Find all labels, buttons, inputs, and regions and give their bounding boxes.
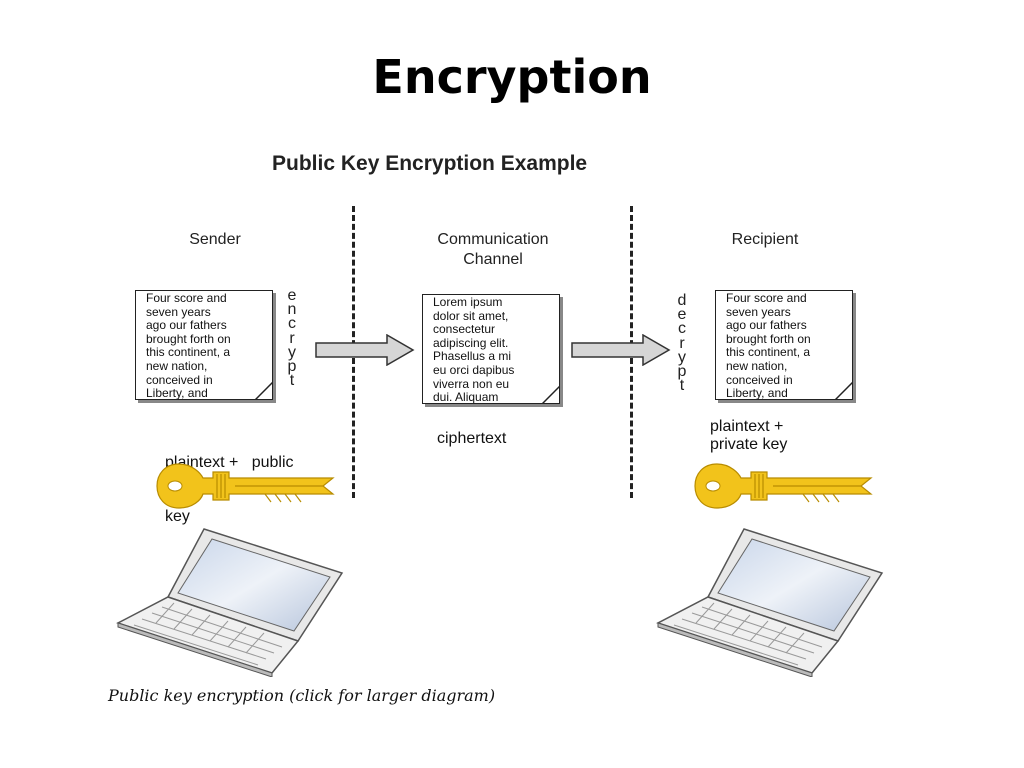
sender-caption: plaintext + public key [165, 418, 294, 544]
diagram-caption-link[interactable]: Public key encryption (click for larger … [108, 686, 496, 705]
page-fold-icon [255, 382, 272, 399]
channel-label: Communication Channel [403, 230, 583, 270]
channel-label-line1: Communication [437, 231, 549, 248]
slide-title: Encryption [372, 50, 652, 104]
encrypt-label: e n c r y p t [287, 287, 297, 390]
recipient-document: Four score and seven years ago our fathe… [715, 290, 853, 400]
ciphertext-caption: ciphertext [437, 430, 507, 447]
sender-laptop-icon [116, 528, 344, 677]
recipient-caption: plaintext + private key [710, 418, 787, 454]
sender-caption-line2: key [165, 508, 190, 525]
public-key-icon [156, 463, 335, 509]
channel-label-line2: Channel [463, 251, 523, 268]
arrow-right-icon [571, 334, 671, 366]
diagram-title: Public Key Encryption Example [272, 152, 588, 175]
recipient-label: Recipient [731, 231, 799, 248]
sender-document-text: Four score and seven years ago our fathe… [146, 291, 231, 400]
recipient-caption-line1: plaintext + [710, 418, 784, 435]
decrypt-label: d e c r y p t [677, 292, 687, 395]
recipient-document-text: Four score and seven years ago our fathe… [726, 291, 811, 400]
sender-label: Sender [189, 231, 241, 248]
ciphertext-document: Lorem ipsum dolor sit amet, consectetur … [422, 294, 560, 404]
sender-document: Four score and seven years ago our fathe… [135, 290, 273, 400]
page-fold-icon [835, 382, 852, 399]
ciphertext-document-text: Lorem ipsum dolor sit amet, consectetur … [433, 295, 515, 404]
page-fold-icon [542, 386, 559, 403]
arrow-right-icon [315, 334, 415, 366]
recipient-laptop-icon [656, 528, 884, 677]
recipient-caption-line2: private key [710, 436, 788, 453]
private-key-icon [694, 463, 873, 509]
